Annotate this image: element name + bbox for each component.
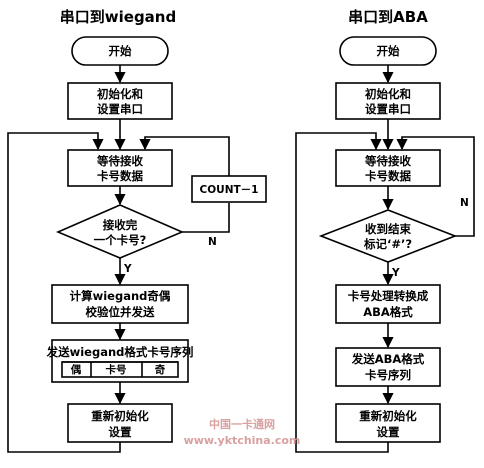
right-init-line2: 设置串口 [365,102,411,116]
right-title: 串口到ABA [348,8,428,26]
right-reinit-line1: 重新初始化 [359,409,417,423]
left-cell-even: 偶 [70,363,82,376]
right-wait-box [335,149,441,187]
right-convert-line1: 卡号处理转换成 [348,289,429,303]
right-reinit-line2: 设置 [377,425,400,439]
left-count-label: COUNT－1 [200,184,259,196]
left-flowchart [7,36,267,453]
watermark-line2: www.yktchina.com [184,434,301,447]
right-flowchart [295,36,475,453]
right-convert-line2: ABA格式 [363,305,413,319]
left-reinit-line1: 重新初始化 [91,409,149,423]
right-no-label: N [460,197,469,209]
left-init-line1: 初始化和 [97,87,143,101]
right-convert-box [335,284,441,324]
right-send-line2: 卡号序列 [365,368,411,382]
left-yes-label: Y [123,263,132,275]
left-no-label: N [208,236,217,248]
left-init-box [67,82,173,120]
left-title: 串口到wiegand [60,8,176,26]
right-wait-line1: 等待接收 [364,154,411,168]
left-send-label: 发送wiegand格式卡号序列 [46,345,194,359]
right-wait-line2: 卡号数据 [365,169,411,183]
right-start-label: 开始 [377,44,400,58]
right-send-line1: 发送ABA格式 [351,352,425,366]
left-send-fields [61,361,179,378]
right-decision-line1: 收到结束 [365,222,411,236]
right-send-box [335,347,441,387]
left-wait-line2: 卡号数据 [97,169,143,183]
left-cell-cardno: 卡号 [106,363,127,376]
left-init-line2: 设置串口 [97,102,143,116]
right-init-line1: 初始化和 [365,87,411,101]
left-start-label: 开始 [109,44,132,58]
left-reinit-line2: 设置 [109,425,132,439]
right-decision-line2: 标记‘#’? [363,237,412,251]
left-decision-line1: 接收完 [103,218,138,232]
left-calc-line2: 校验位并发送 [86,305,155,319]
left-wait-line1: 等待接收 [96,154,143,168]
watermark-line1: 中国一卡通网 [209,417,275,431]
left-decision-line2: 一个卡号? [94,233,147,247]
left-cell-odd: 奇 [155,363,166,376]
right-decision-diamond [318,209,458,263]
right-init-box [335,82,441,120]
right-yes-label: Y [391,267,400,279]
left-calc-line1: 计算wiegand奇偶 [70,289,171,303]
